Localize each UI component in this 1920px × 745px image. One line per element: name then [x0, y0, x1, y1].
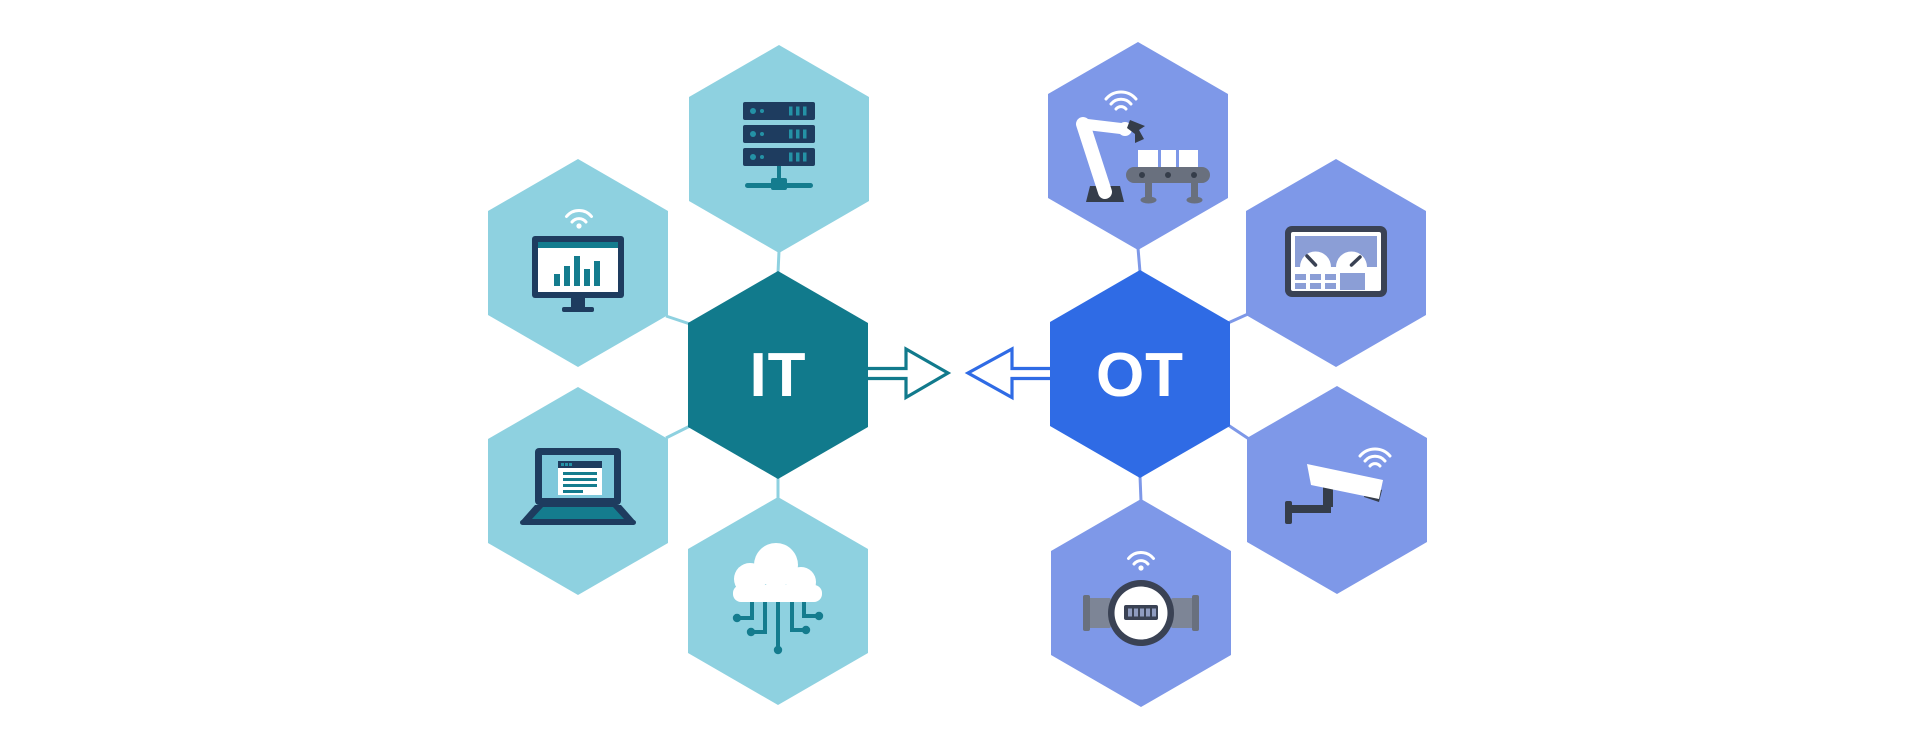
laptop-icon — [520, 448, 636, 525]
server-unit — [743, 125, 815, 143]
conveyor-box — [1179, 150, 1198, 167]
monitor-base — [562, 307, 594, 312]
conveyor-box — [1138, 150, 1158, 167]
server-stand — [745, 166, 813, 190]
connector-ot-camera — [1227, 423, 1250, 441]
bar-chart — [554, 256, 600, 286]
hexagon-robot — [1048, 42, 1228, 250]
ot-cluster-connectors — [1136, 247, 1250, 502]
robot-upper-arm — [1077, 118, 1131, 135]
ot-label: OT — [1096, 341, 1184, 410]
arrow-it-to-ot — [858, 346, 952, 401]
gauge-right — [1336, 251, 1367, 267]
meter-digits — [1128, 608, 1156, 617]
connector-it-laptop — [665, 424, 691, 440]
connector-ot-meter — [1138, 475, 1143, 502]
window-titlebar — [558, 461, 602, 468]
server-unit — [743, 148, 815, 166]
control-panel-gauges-icon — [1285, 226, 1387, 297]
cloud-shape — [733, 543, 822, 602]
conveyor-box — [1161, 150, 1176, 167]
panel-buttons — [1295, 273, 1365, 290]
connector-ot-robot — [1136, 247, 1142, 273]
connector-it-server — [776, 250, 781, 274]
cctv-camera-icon — [1285, 447, 1392, 524]
meter-pipes — [1083, 595, 1199, 631]
it-label: IT — [749, 341, 806, 410]
robot-lower-arm — [1076, 117, 1112, 199]
server-unit — [743, 102, 815, 120]
smart-meter-icon — [1083, 550, 1199, 646]
robot-arm-conveyor-icon — [1076, 90, 1210, 204]
circuit-lines — [732, 600, 824, 655]
robot-gripper — [1127, 120, 1145, 143]
camera-mount — [1285, 487, 1333, 524]
monitor-neck — [571, 298, 585, 307]
cloud-network-icon — [732, 543, 824, 655]
camera-body — [1307, 464, 1383, 499]
conveyor-belt — [1126, 150, 1210, 204]
server-rack-icon — [743, 102, 815, 190]
analytics-monitor-icon — [532, 208, 624, 312]
text-lines — [563, 472, 597, 493]
connector-it-monitor — [665, 314, 691, 326]
connector-ot-gauges — [1227, 312, 1249, 325]
it-cluster-connectors — [665, 250, 781, 499]
arrow-ot-to-it — [964, 346, 1060, 401]
monitor-titlebar — [538, 242, 618, 248]
